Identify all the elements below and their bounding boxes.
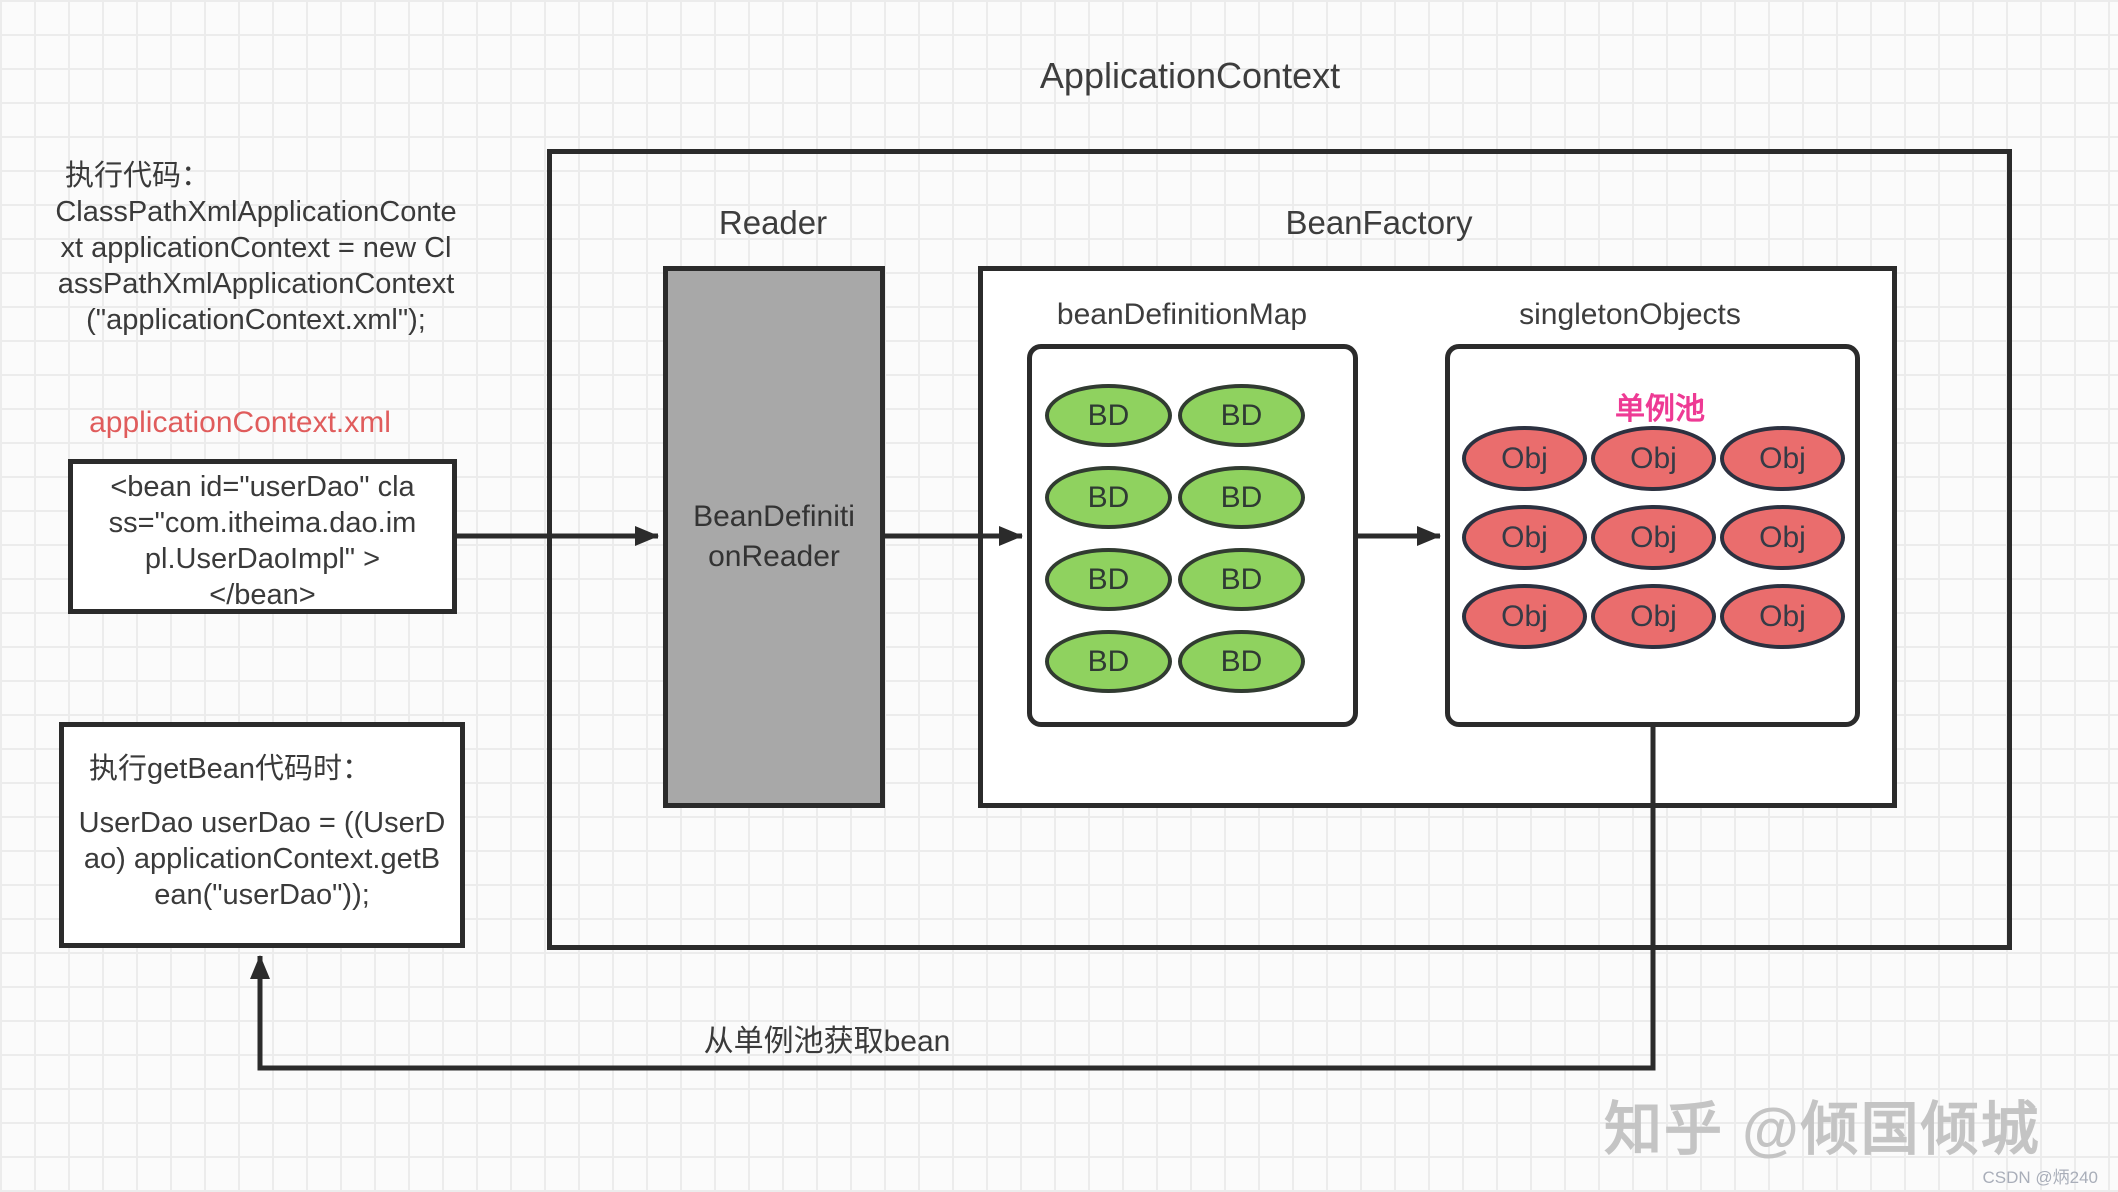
- bd-ellipse: BD: [1178, 548, 1305, 611]
- getbean-box: 执行getBean代码时： UserDao userDao = ((UserD …: [59, 722, 465, 948]
- bd-ellipse: BD: [1045, 548, 1172, 611]
- singleton-pool-label: 单例池: [1615, 393, 1705, 426]
- obj-ellipse: Obj: [1720, 426, 1845, 491]
- obj-ellipse: Obj: [1720, 505, 1845, 570]
- obj-ellipse: Obj: [1591, 505, 1716, 570]
- bd-ellipse: BD: [1045, 384, 1172, 447]
- exec-code-block: 执行代码： ClassPathXmlApplicationConte xt ap…: [40, 158, 472, 338]
- zhihu-watermark: 知乎 @倾国倾城: [1604, 1097, 2041, 1162]
- reader-label: Reader: [718, 204, 828, 241]
- reader-box-text: BeanDefiniti: [693, 500, 855, 533]
- exec-code-line: ClassPathXmlApplicationConte: [55, 196, 457, 228]
- obj-ellipse: Obj: [1462, 584, 1587, 649]
- getbean-code-line: UserDao userDao = ((UserD: [78, 807, 446, 839]
- bean-xml-line: ss="com.itheima.dao.im: [108, 507, 417, 539]
- getbean-code-line: ao) applicationContext.getB: [83, 843, 441, 875]
- obj-ellipse: Obj: [1591, 584, 1716, 649]
- singleton-objects-label: singletonObjects: [1519, 298, 1741, 331]
- obj-ellipse: Obj: [1591, 426, 1716, 491]
- csdn-watermark: CSDN @炳240: [1982, 1168, 2098, 1187]
- bean-xml-line: </bean>: [209, 579, 316, 611]
- bd-ellipse: BD: [1045, 466, 1172, 529]
- obj-ellipse: Obj: [1462, 505, 1587, 570]
- bean-xml-line: <bean id="userDao" cla: [110, 471, 415, 503]
- bd-ellipse: BD: [1178, 384, 1305, 447]
- getbean-label: 执行getBean代码时：: [89, 753, 372, 785]
- bottom-arrow-label: 从单例池获取bean: [703, 1025, 951, 1058]
- bean-xml-box: <bean id="userDao" cla ss="com.itheima.d…: [68, 459, 457, 614]
- getbean-code-line: ean("userDao"));: [154, 879, 370, 911]
- bd-ellipse-grid: BD BD BD BD BD BD BD BD: [1045, 384, 1305, 693]
- page-title: ApplicationContext: [1039, 55, 1341, 96]
- bd-ellipse: BD: [1178, 466, 1305, 529]
- obj-ellipse: Obj: [1462, 426, 1587, 491]
- exec-code-label: 执行代码：: [65, 160, 211, 192]
- bd-ellipse: BD: [1178, 630, 1305, 693]
- bd-ellipse: BD: [1045, 630, 1172, 693]
- obj-ellipse-grid: Obj Obj Obj Obj Obj Obj Obj Obj Obj: [1462, 426, 1845, 649]
- exec-code-line: xt applicationContext = new Cl: [60, 232, 452, 264]
- reader-box-text: onReader: [708, 540, 840, 573]
- xml-file-label: applicationContext.xml: [89, 406, 391, 439]
- exec-code-line: ("applicationContext.xml");: [86, 304, 426, 336]
- bean-xml-line: pl.UserDaoImpl" >: [144, 543, 381, 575]
- bean-factory-label: BeanFactory: [1285, 204, 1473, 241]
- obj-ellipse: Obj: [1720, 584, 1845, 649]
- bean-definition-reader-box: BeanDefiniti onReader: [663, 266, 885, 808]
- bean-definition-map-label: beanDefinitionMap: [1056, 298, 1308, 331]
- exec-code-line: assPathXmlApplicationContext: [57, 268, 455, 300]
